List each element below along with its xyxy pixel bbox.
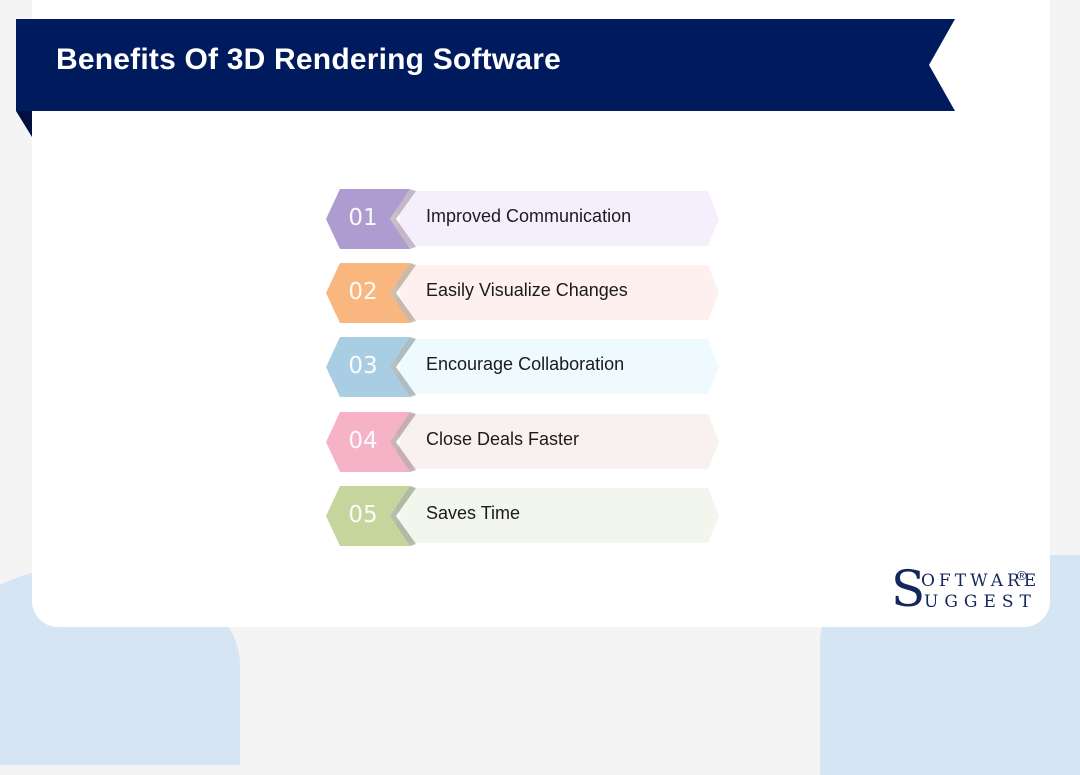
item-number: 01	[348, 205, 378, 231]
item-label: Easily Visualize Changes	[426, 280, 628, 300]
item-label: Improved Communication	[426, 206, 632, 226]
item-number: 04	[348, 428, 378, 454]
item-number: 02	[348, 279, 378, 305]
registered-mark-icon: ®	[1017, 568, 1027, 583]
title-banner: Benefits Of 3D Rendering Software	[16, 19, 955, 137]
item-label: Saves Time	[426, 503, 521, 523]
list-item: 01 Improved Communication	[326, 187, 721, 251]
logo-text-top: OFTWARE	[921, 571, 1041, 591]
banner-ribbon-shape	[16, 19, 955, 137]
logo-initial: S	[891, 560, 926, 618]
list-item: 04 Close Deals Faster	[326, 410, 721, 474]
item-shape	[326, 189, 719, 249]
item-shape	[326, 412, 719, 472]
item-number: 03	[348, 353, 378, 379]
softwaresuggest-logo: S OFTWARE UGGEST ®	[891, 564, 1041, 618]
item-number: 05	[348, 502, 378, 528]
list-item: 02 Easily Visualize Changes	[326, 261, 721, 325]
logo-text-bottom: UGGEST	[924, 592, 1037, 612]
list-item: 03 Encourage Collaboration	[326, 335, 721, 399]
item-shape	[326, 337, 719, 397]
list-item: 05 Saves Time	[326, 484, 721, 548]
page-title: Benefits Of 3D Rendering Software	[56, 43, 562, 76]
item-shape	[326, 263, 719, 323]
item-label: Close Deals Faster	[426, 429, 580, 449]
item-shape	[326, 486, 719, 546]
item-label: Encourage Collaboration	[426, 354, 625, 374]
